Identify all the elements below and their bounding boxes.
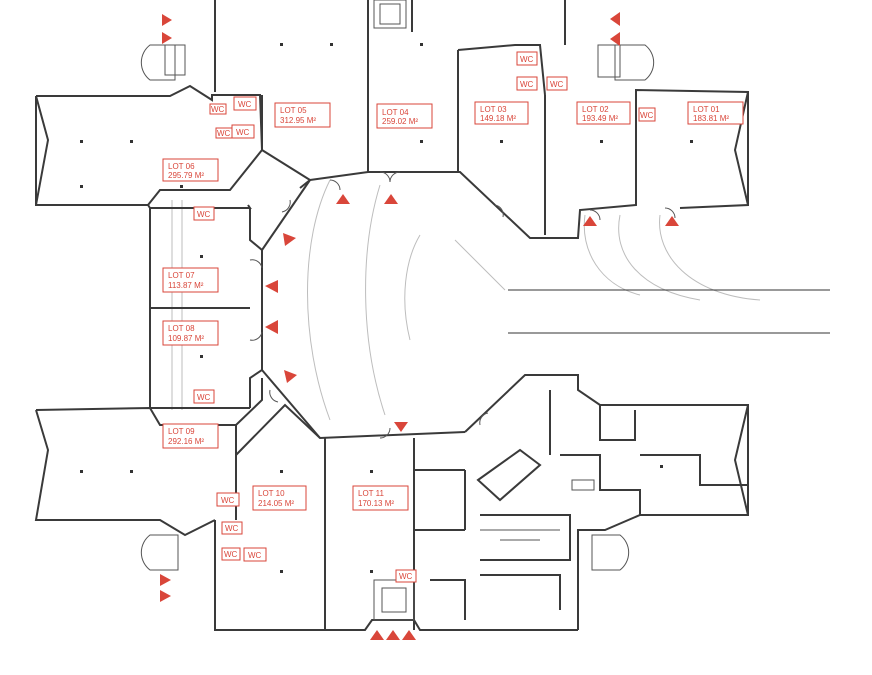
svg-text:WC: WC (225, 524, 239, 533)
lot-label-08: LOT 08 109.87 M² (162, 320, 219, 346)
middle-wing-walls (149, 179, 321, 439)
lot-labels: LOT 01 183.81 M² LOT 02 193.49 M² LOT 03… (162, 101, 744, 511)
svg-text:214.05 M²: 214.05 M² (258, 499, 294, 508)
svg-text:193.49 M²: 193.49 M² (582, 114, 618, 123)
wc-label: WC (638, 107, 656, 122)
entrance-arrow (402, 630, 416, 640)
wc-label: WC (231, 124, 255, 139)
entrance-arrows (160, 12, 679, 640)
entrance-arrow (265, 280, 278, 293)
svg-text:WC: WC (550, 80, 564, 89)
lot-label-07: LOT 07 113.87 M² (162, 267, 219, 293)
wc-label: WC (216, 492, 240, 507)
columns (80, 43, 693, 573)
entrance-arrow (386, 630, 400, 640)
lot-label-04: LOT 04 259.02 M² (376, 103, 433, 129)
svg-text:LOT 10: LOT 10 (258, 489, 285, 498)
wc-label: WC (193, 206, 215, 221)
svg-text:109.87 M²: 109.87 M² (168, 334, 204, 343)
lot-label-06: LOT 06 295.79 M² (162, 158, 219, 182)
svg-text:WC: WC (197, 210, 211, 219)
wc-label: WC (395, 569, 417, 583)
lot-label-03: LOT 03 149.18 M² (474, 101, 529, 125)
entrance-arrow (665, 216, 679, 226)
svg-text:WC: WC (211, 105, 225, 114)
lot-label-02: LOT 02 193.49 M² (576, 101, 631, 125)
wc-label: WC (221, 547, 241, 561)
svg-text:LOT 08: LOT 08 (168, 324, 195, 333)
entrance-arrow (610, 12, 620, 26)
wc-label: WC (221, 521, 243, 535)
entrance-arrow (162, 32, 172, 44)
entrance-arrow (162, 14, 172, 26)
wc-label: WC (233, 96, 257, 111)
svg-text:LOT 05: LOT 05 (280, 106, 307, 115)
entrance-arrow (394, 422, 408, 432)
svg-text:292.16 M²: 292.16 M² (168, 437, 204, 446)
svg-text:WC: WC (217, 129, 231, 138)
svg-text:295.79 M²: 295.79 M² (168, 171, 204, 180)
svg-text:WC: WC (399, 572, 413, 581)
wc-label: WC (215, 127, 233, 139)
svg-text:LOT 09: LOT 09 (168, 427, 195, 436)
svg-text:LOT 06: LOT 06 (168, 162, 195, 171)
svg-text:WC: WC (221, 496, 235, 505)
svg-text:WC: WC (640, 111, 654, 120)
entrance-arrow (283, 233, 296, 246)
svg-text:LOT 04: LOT 04 (382, 108, 409, 117)
wc-label: WC (546, 76, 568, 91)
svg-text:149.18 M²: 149.18 M² (480, 114, 516, 123)
circulation-lines (171, 179, 830, 421)
entrance-arrow (336, 194, 350, 204)
wc-label: WC (209, 103, 227, 115)
svg-text:WC: WC (238, 100, 252, 109)
svg-text:LOT 01: LOT 01 (693, 105, 720, 114)
lot-label-11: LOT 11 170.13 M² (352, 485, 409, 511)
svg-text:LOT 03: LOT 03 (480, 105, 507, 114)
entrance-arrow (284, 370, 297, 383)
svg-text:LOT 11: LOT 11 (358, 489, 384, 498)
svg-text:LOT 02: LOT 02 (582, 105, 609, 114)
svg-text:WC: WC (520, 80, 534, 89)
svg-text:LOT 07: LOT 07 (168, 271, 195, 280)
wc-label: WC (243, 547, 267, 562)
wc-label: WC (516, 76, 538, 91)
wc-label: WC (193, 389, 215, 404)
entrance-arrow (370, 630, 384, 640)
lot-label-01: LOT 01 183.81 M² (687, 101, 744, 125)
svg-text:WC: WC (236, 128, 250, 137)
lot-label-05: LOT 05 312.95 M² (274, 102, 331, 128)
svg-text:113.87 M²: 113.87 M² (168, 281, 204, 290)
svg-text:170.13 M²: 170.13 M² (358, 499, 394, 508)
svg-text:WC: WC (197, 393, 211, 402)
entrance-arrow (583, 216, 597, 226)
entrance-arrow (160, 590, 171, 602)
svg-text:259.02 M²: 259.02 M² (382, 117, 418, 126)
svg-text:WC: WC (224, 550, 238, 559)
lot-label-09: LOT 09 292.16 M² (162, 423, 219, 449)
wc-label: WC (516, 51, 538, 66)
svg-text:WC: WC (248, 551, 262, 560)
entrance-arrow (265, 320, 278, 334)
svg-text:312.95 M²: 312.95 M² (280, 116, 316, 125)
lot-label-10: LOT 10 214.05 M² (252, 485, 307, 511)
entrance-arrow (610, 32, 620, 46)
entrance-arrow (384, 194, 398, 204)
wc-labels: WC WC WC WC WC WC WC WC WC WC WC WC WC W… (193, 51, 656, 583)
svg-text:WC: WC (520, 55, 534, 64)
entrance-arrow (160, 574, 171, 586)
door-swings (249, 171, 676, 439)
svg-text:183.81 M²: 183.81 M² (693, 114, 729, 123)
upper-block-walls (35, 0, 749, 239)
